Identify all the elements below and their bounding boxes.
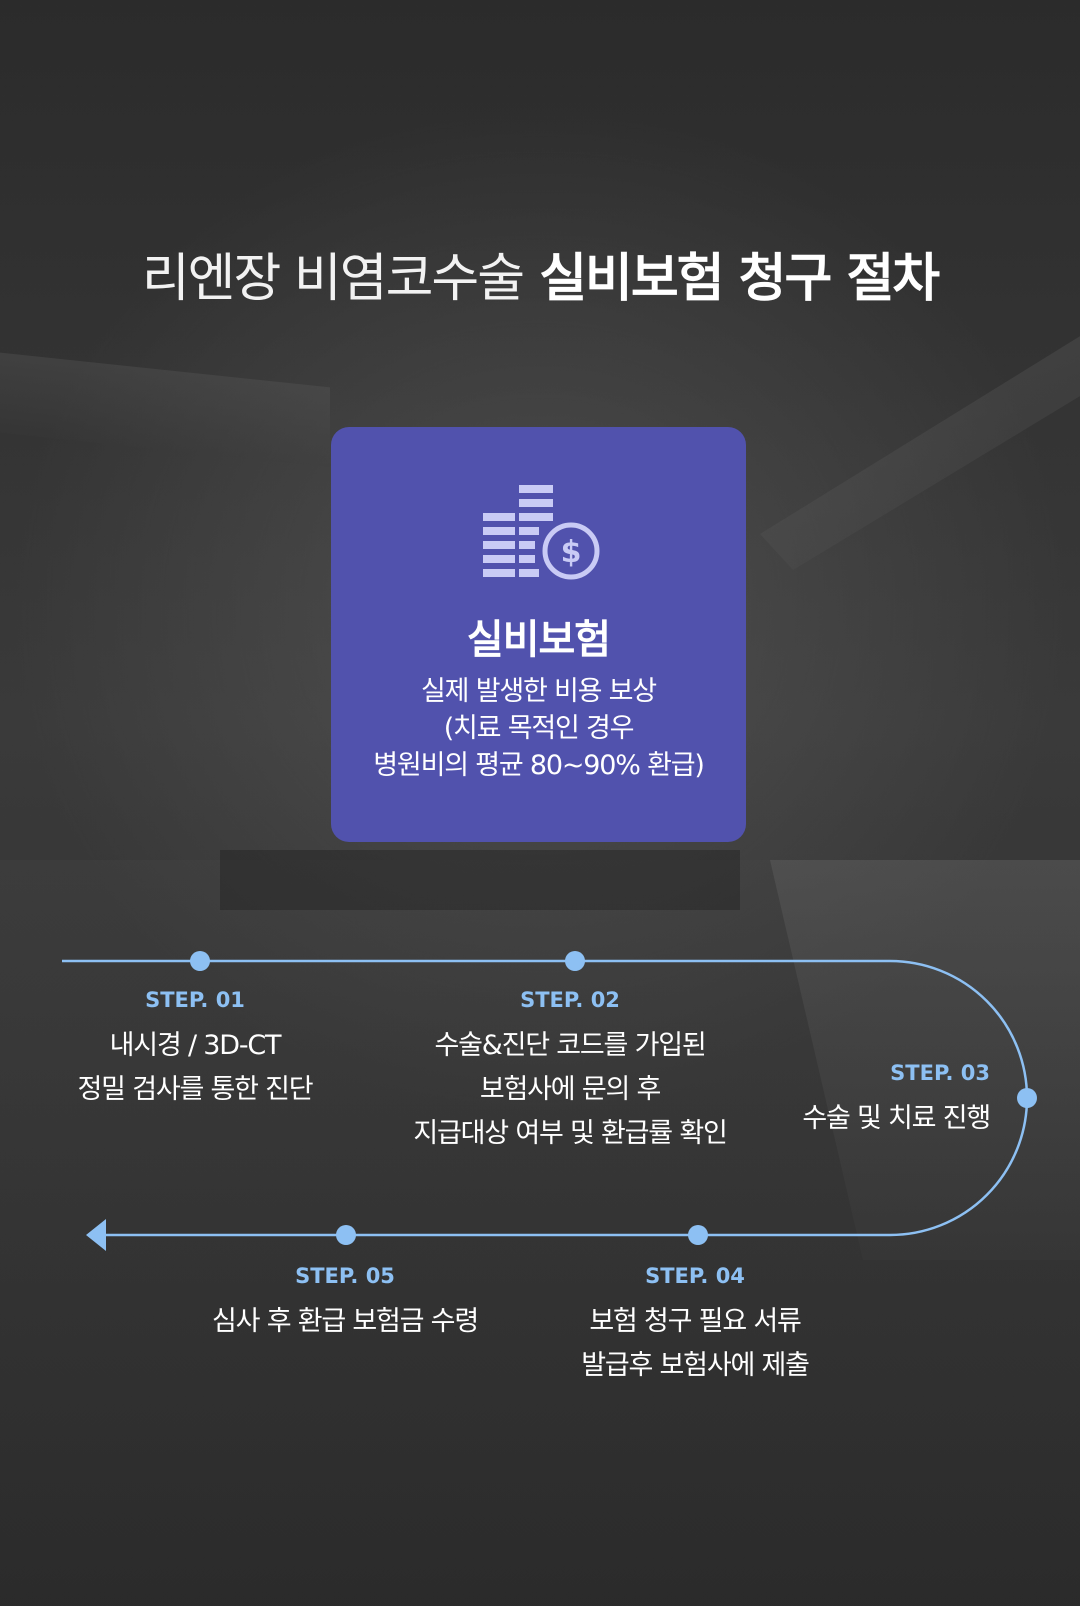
step-text: 내시경 / 3D-CT <box>109 1030 282 1061</box>
card-title: 실비보험 <box>466 617 611 663</box>
step-label: STEP. 03 <box>890 1061 990 1085</box>
card-description-line: 병원비의 평균 80~90% 환급) <box>373 750 705 781</box>
step-text: 심사 후 환급 보험금 수령 <box>212 1306 479 1337</box>
step-04: STEP. 04 보험 청구 필요 서류 발급후 보험사에 제출 <box>555 1264 835 1388</box>
step-04-dot <box>688 1225 708 1245</box>
step-text: 수술 및 치료 진행 <box>802 1103 991 1134</box>
step-01: STEP. 01 내시경 / 3D-CT 정밀 검사를 통한 진단 <box>60 988 330 1112</box>
page-title-bold: 실비보험 청구 절차 <box>539 249 940 309</box>
insurance-info-card: $ 실비보험 실제 발생한 비용 보상 (치료 목적인 경우 병원비의 평균 8… <box>331 427 746 842</box>
step-text: 발급후 보험사에 제출 <box>581 1350 810 1381</box>
step-label: STEP. 04 <box>645 1264 745 1288</box>
step-05-dot <box>336 1225 356 1245</box>
card-description-line: 실제 발생한 비용 보상 <box>421 676 657 707</box>
page-title: 리엔장 비염코수술 실비보험 청구 절차 <box>0 236 1080 311</box>
card-description: 실제 발생한 비용 보상 (치료 목적인 경우 병원비의 평균 80~90% 환… <box>331 673 746 784</box>
step-01-dot <box>190 951 210 971</box>
card-description-line: (치료 목적인 경우 <box>443 713 635 744</box>
svg-text:$: $ <box>561 535 582 570</box>
step-02-dot <box>565 951 585 971</box>
step-label: STEP. 05 <box>295 1264 395 1288</box>
step-03-dot <box>1017 1088 1037 1108</box>
arrow-left-icon <box>86 1219 106 1251</box>
coins-dollar-icon: $ <box>483 485 601 581</box>
step-text: 지급대상 여부 및 환급률 확인 <box>413 1118 727 1149</box>
step-label: STEP. 01 <box>145 988 245 1012</box>
step-label: STEP. 02 <box>520 988 620 1012</box>
step-text: 보험 청구 필요 서류 <box>589 1306 801 1337</box>
step-text: 수술&진단 코드를 가입된 <box>434 1030 706 1061</box>
step-02: STEP. 02 수술&진단 코드를 가입된 보험사에 문의 후 지급대상 여부… <box>390 988 750 1156</box>
page-title-light: 리엔장 비염코수술 <box>141 249 525 309</box>
step-05: STEP. 05 심사 후 환급 보험금 수령 <box>180 1264 510 1344</box>
step-text: 정밀 검사를 통한 진단 <box>77 1074 314 1105</box>
step-03: STEP. 03 수술 및 치료 진행 <box>780 1061 991 1141</box>
step-text: 보험사에 문의 후 <box>479 1074 661 1105</box>
